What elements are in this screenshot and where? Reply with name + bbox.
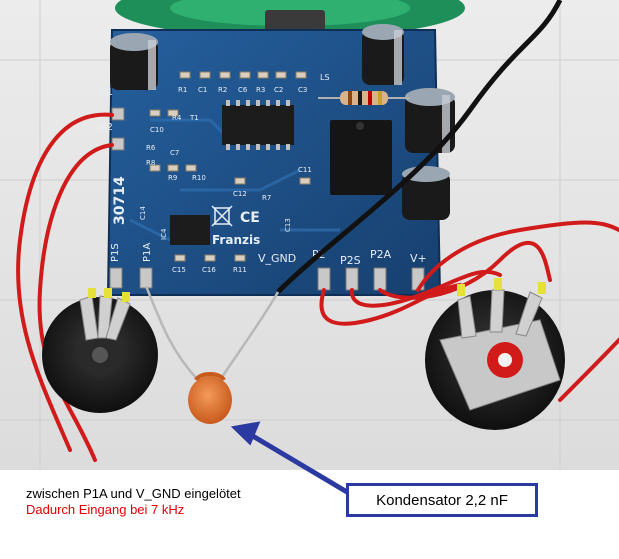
caption-line-1: zwischen P1A und V_GND eingelötet xyxy=(26,486,241,501)
label-c6: C6 xyxy=(238,86,248,94)
label-c16: C16 xyxy=(202,266,216,274)
electrolytic-capacitor-left xyxy=(110,33,158,90)
label-c13: C13 xyxy=(284,218,292,232)
speaker-coil xyxy=(115,0,465,38)
label-c12: C12 xyxy=(233,190,247,198)
label-c2: C2 xyxy=(274,86,283,94)
label-franzis: Franzis xyxy=(212,233,260,247)
circuit-board-photo: K1 K2 R1 C1 R2 C6 R3 C2 C3 LS C10 R4 T1 … xyxy=(0,0,619,470)
label-r10: R10 xyxy=(192,174,206,182)
label-p1a: P1A xyxy=(142,243,153,262)
black-wire xyxy=(276,0,563,294)
ic-soic xyxy=(222,100,294,150)
label-r9: R9 xyxy=(168,174,177,182)
callout-box: Kondensator 2,2 nF xyxy=(346,483,538,517)
red-wires-left xyxy=(16,112,114,462)
smd-components xyxy=(149,71,311,262)
label-r8: R8 xyxy=(146,159,155,167)
label-c1: C1 xyxy=(198,86,207,94)
red-wires-right xyxy=(319,220,619,402)
label-p2s: P2S xyxy=(340,254,361,267)
callout-label: Kondensator 2,2 nF xyxy=(376,491,508,509)
label-c15: C15 xyxy=(172,266,186,274)
label-k2: K2 xyxy=(100,122,113,133)
label-c7: C7 xyxy=(170,149,179,157)
ceramic-capacitor xyxy=(144,285,280,424)
electrolytic-capacitor-top-right xyxy=(362,24,404,85)
label-ce: CE xyxy=(240,210,260,226)
label-c10: C10 xyxy=(150,126,164,134)
label-t1: T1 xyxy=(189,114,199,122)
label-c14: C14 xyxy=(139,206,147,220)
label-r6: R6 xyxy=(146,144,156,152)
ic-small xyxy=(170,215,210,245)
label-r4: R4 xyxy=(172,114,182,122)
potentiometer-left xyxy=(42,288,158,413)
label-vplus: V+ xyxy=(410,252,427,265)
waste-bin-icon xyxy=(211,205,233,227)
label-board-id: 30714 xyxy=(112,176,128,225)
electrolytic-capacitor-right xyxy=(405,88,455,153)
label-r1: R1 xyxy=(178,86,187,94)
label-ic4: IC4 xyxy=(160,228,168,240)
resistor xyxy=(318,91,410,105)
caption-line-2: Dadurch Eingang bei 7 kHz xyxy=(26,502,185,517)
label-k1: K1 xyxy=(100,87,113,98)
label-c11: C11 xyxy=(298,166,312,174)
label-r2: R2 xyxy=(218,86,227,94)
label-p2a: P2A xyxy=(370,248,392,261)
label-ls: LS xyxy=(320,73,330,82)
ic-dip xyxy=(330,120,392,195)
label-c3: C3 xyxy=(298,86,307,94)
label-p1s: P1S xyxy=(110,243,121,262)
label-v-gnd: V_GND xyxy=(258,252,296,265)
label-r11: R11 xyxy=(233,266,247,274)
potentiometer-right xyxy=(425,278,565,430)
label-r3: R3 xyxy=(256,86,265,94)
label-r7: R7 xyxy=(262,194,271,202)
